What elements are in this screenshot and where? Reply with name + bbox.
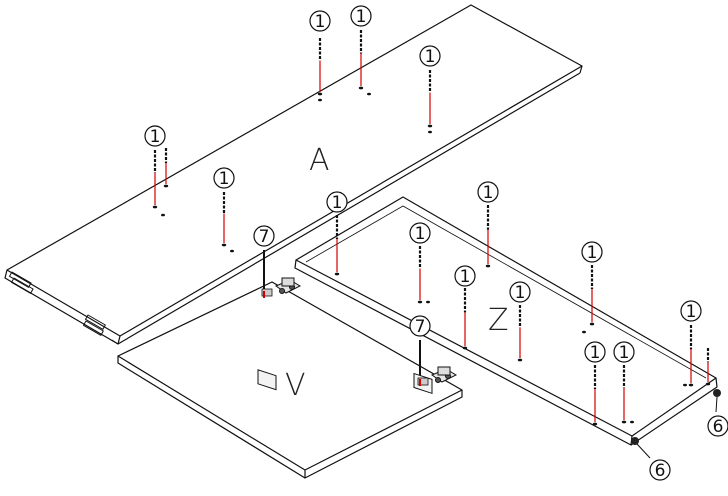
dowel-hole <box>367 92 371 96</box>
hinge-left <box>257 250 302 391</box>
dowel <box>592 365 598 426</box>
callout-number: 1 <box>219 169 230 189</box>
dowel-hole <box>683 383 687 387</box>
callout-dowel: 1 <box>144 125 166 147</box>
callout-number: 1 <box>587 243 598 263</box>
dowel <box>163 148 169 188</box>
callout-dowel: 1 <box>477 181 499 203</box>
dowel <box>621 365 634 424</box>
callout-number: 1 <box>356 7 367 27</box>
cam-fitting-bottom <box>631 437 651 459</box>
callout-number: 7 <box>415 317 426 337</box>
panel-a-label: A <box>309 143 330 178</box>
callout-dowel: 1 <box>581 241 603 263</box>
callout-dowel: 1 <box>454 265 476 287</box>
callout-dowel: 1 <box>419 45 441 67</box>
dowel <box>683 325 694 387</box>
callout-number: 1 <box>315 12 326 32</box>
dowel-hole <box>426 300 430 304</box>
dowel-hole <box>630 420 634 424</box>
panel-a-slot-left <box>9 271 34 294</box>
dowel <box>462 288 468 350</box>
callout-number: 1 <box>425 47 436 67</box>
callout-number: 6 <box>713 417 724 437</box>
callout-dowel: 1 <box>326 191 348 213</box>
dowel <box>517 305 523 362</box>
panel-z <box>294 196 718 446</box>
dowel-hole <box>428 130 432 134</box>
dowel <box>417 246 430 304</box>
dowel <box>221 192 234 253</box>
dowel <box>152 150 165 217</box>
hinge-right <box>413 340 458 395</box>
dowel-hole <box>230 249 234 253</box>
dowel <box>427 70 433 134</box>
dowel-hole <box>161 213 165 217</box>
dowel <box>317 38 323 102</box>
callout-dowel: 1 <box>350 5 372 27</box>
dowel <box>705 348 711 386</box>
cam-fitting-right <box>713 389 721 413</box>
callout-number: 1 <box>150 127 161 147</box>
callout-hinge: 7 <box>409 315 431 337</box>
callout-number: 1 <box>415 224 426 244</box>
callout-number: 1 <box>483 183 494 203</box>
callout-dowel: 1 <box>309 10 331 32</box>
callout-hinge: 7 <box>253 225 275 247</box>
callout-number: 1 <box>619 343 630 363</box>
dowel <box>358 30 371 96</box>
panel-a-slot-right <box>83 314 106 336</box>
panel-v-label: V <box>285 368 306 403</box>
callout-dowel: 1 <box>213 167 235 189</box>
dowel-group <box>152 30 711 426</box>
callout-number: 1 <box>590 343 601 363</box>
callout-number: 1 <box>332 193 343 213</box>
callout-dowel: 1 <box>409 222 431 244</box>
panel-z-label: Z <box>488 303 509 338</box>
dowel-hole <box>582 330 586 334</box>
callout-dowel: 1 <box>509 281 531 303</box>
dowel-hole <box>318 98 322 102</box>
callout-number: 7 <box>259 227 270 247</box>
callout-dowel: 1 <box>613 341 635 363</box>
callout-number: 1 <box>686 302 697 322</box>
callout-cam: 6 <box>707 415 728 437</box>
callout-dowel: 1 <box>584 341 606 363</box>
dowel <box>334 215 340 276</box>
callout-cam: 6 <box>649 459 671 481</box>
panel-v <box>117 281 463 479</box>
dowel <box>485 205 491 268</box>
callout-dowel: 1 <box>680 300 702 322</box>
callout-number: 1 <box>460 267 471 287</box>
dowel <box>582 265 595 334</box>
callout-number: 6 <box>655 461 666 481</box>
callout-number: 1 <box>515 283 526 303</box>
panel-a <box>4 4 583 345</box>
